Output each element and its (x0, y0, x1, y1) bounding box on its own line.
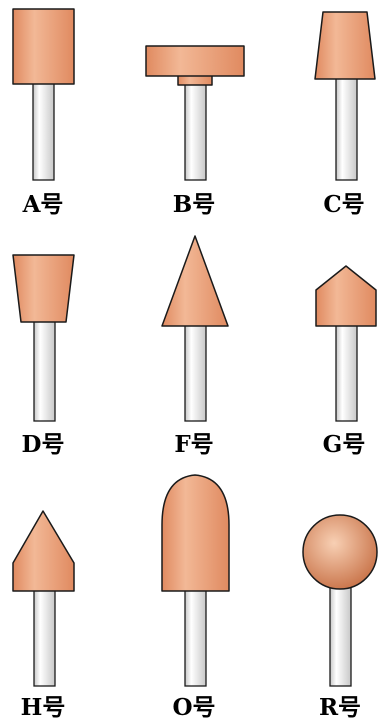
tool-g: G号 (315, 265, 377, 458)
tool-d-head (12, 254, 75, 323)
tool-o-label: O号 (172, 694, 215, 719)
tool-c-head (314, 11, 376, 80)
tool-f-label: F号 (174, 431, 213, 458)
tool-c-label: C号 (323, 191, 364, 218)
tool-d-shank (33, 320, 56, 422)
tool-o-head (161, 474, 230, 592)
tool-a-label: A号 (22, 191, 64, 218)
tool-a: A号 (12, 8, 75, 218)
tool-r-head (302, 514, 378, 590)
tool-d: D号 (12, 254, 75, 458)
tool-a-head (12, 8, 75, 85)
tool-g-label: G号 (323, 431, 366, 458)
tool-h-head (12, 510, 75, 592)
tool-f-head (161, 235, 229, 327)
tool-r-label: R号 (319, 694, 361, 719)
tool-c: C号 (314, 11, 376, 218)
tool-f: F号 (161, 235, 229, 458)
tool-h: H号 (12, 510, 75, 719)
tool-b: B号 (145, 45, 245, 218)
tool-b-shank (184, 83, 207, 181)
tool-o: O号 (161, 474, 230, 719)
tool-f-shank (184, 324, 207, 422)
tool-h-label: H号 (21, 694, 66, 719)
tool-o-shank (184, 589, 207, 687)
tool-b-label: B号 (173, 191, 215, 218)
tool-d-label: D号 (22, 431, 65, 458)
tool-c-shank (335, 77, 358, 181)
tool-g-head (315, 265, 377, 327)
tool-r-shank (329, 582, 352, 687)
tool-b-head (145, 45, 245, 77)
tool-a-shank (32, 82, 55, 181)
tool-r: R号 (302, 514, 378, 719)
tool-h-shank (33, 589, 56, 687)
tool-g-shank (335, 324, 358, 422)
